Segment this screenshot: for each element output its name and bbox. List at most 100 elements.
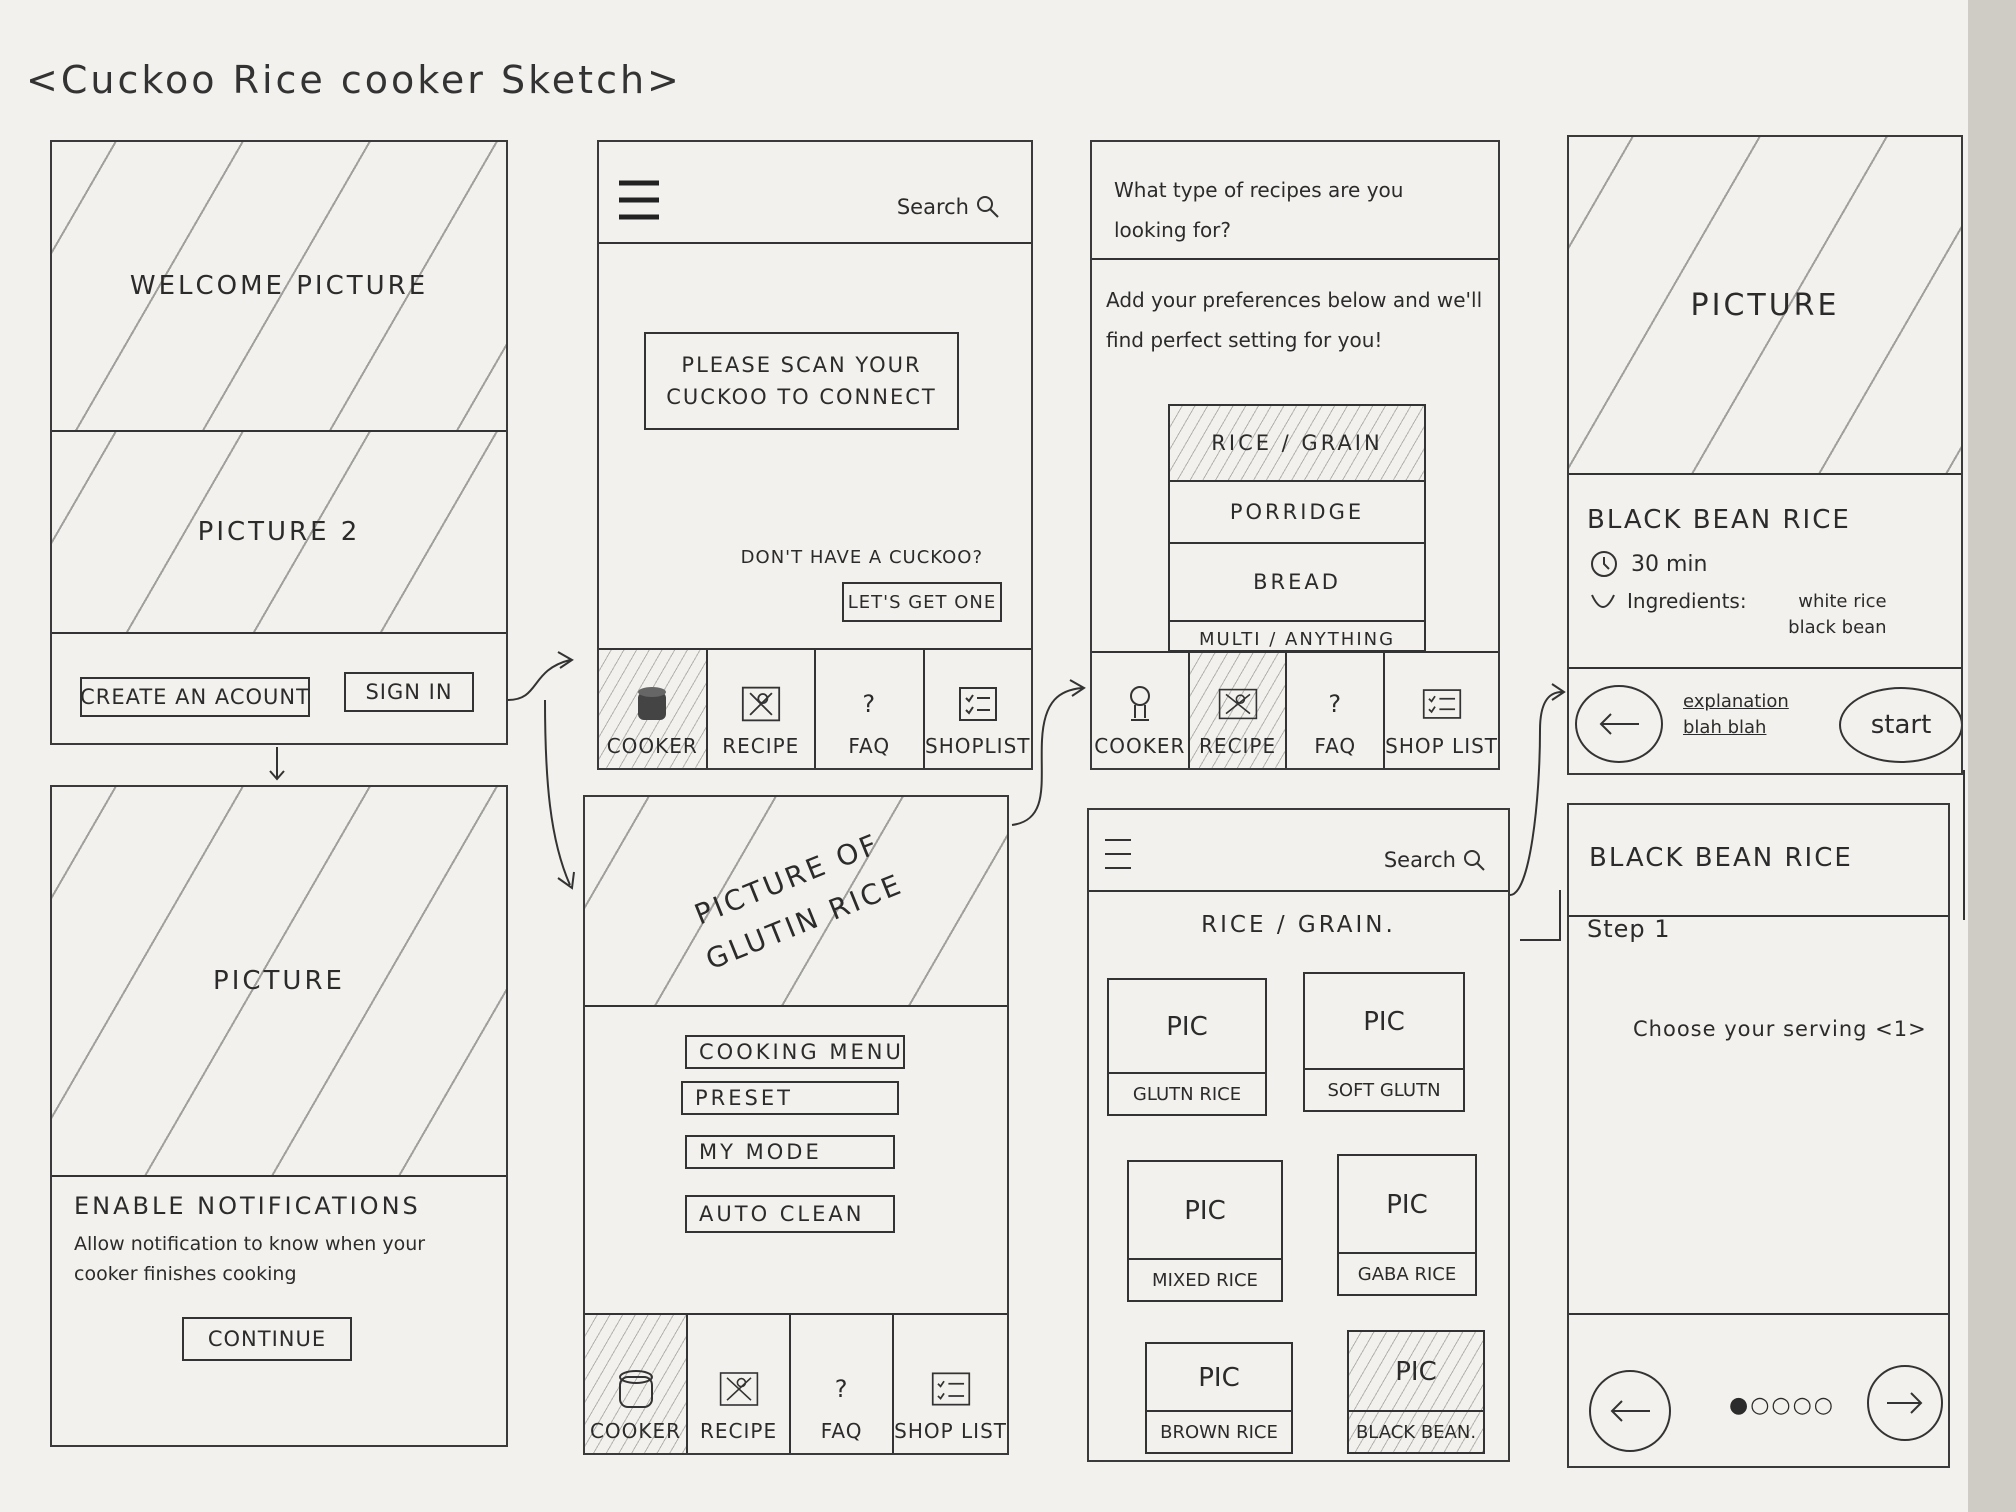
search-label: Search xyxy=(896,195,969,219)
tab-cooker[interactable]: COOKER xyxy=(1092,653,1188,768)
rice-grain-heading: RICE / GRAIN. xyxy=(1201,912,1396,938)
checklist-icon xyxy=(1422,684,1462,724)
create-account-button[interactable]: CREATE AN ACOUNT xyxy=(80,677,310,717)
card-label: GABA RICE xyxy=(1339,1252,1475,1294)
clock-icon xyxy=(1591,551,1617,577)
recipe-time-value: 30 min xyxy=(1631,551,1708,577)
recipe-ingredients: Ingredients: white rice black bean xyxy=(1589,589,1949,641)
recipe-icon xyxy=(719,1369,759,1409)
question-icon: ? xyxy=(834,1375,849,1403)
cooker-screen: PICTURE OF GLUTIN RICE COOKING MENU PRES… xyxy=(583,795,1009,1455)
card-picture: PIC xyxy=(1166,1012,1208,1042)
recipe-card[interactable]: PIC BLACK BEAN. xyxy=(1347,1330,1485,1454)
tab-shoplist-label: SHOP LIST xyxy=(894,1419,1007,1443)
scan-prompt-text: PLEASE SCAN YOUR CUCKOO TO CONNECT xyxy=(666,353,937,409)
notifications-picture: PICTURE xyxy=(52,787,506,1177)
notifications-body: Allow notification to know when your coo… xyxy=(74,1233,426,1285)
tab-recipe[interactable]: RECIPE xyxy=(1187,653,1286,768)
search-control[interactable]: Search xyxy=(1384,848,1486,872)
tab-cooker[interactable]: COOKER xyxy=(585,1315,687,1453)
tab-shoplist[interactable]: SHOP LIST xyxy=(892,1315,1007,1453)
recipe-type-tabbar: COOKER RECIPE ? FAQ SHOP LIST xyxy=(1092,651,1498,768)
recipe-card[interactable]: PIC MIXED RICE xyxy=(1127,1160,1283,1302)
notifications-picture-label: PICTURE xyxy=(213,966,345,996)
scan-prompt[interactable]: PLEASE SCAN YOUR CUCKOO TO CONNECT xyxy=(644,332,959,430)
my-mode-button[interactable]: MY MODE xyxy=(685,1135,895,1169)
auto-clean-button[interactable]: AUTO CLEAN xyxy=(685,1195,895,1233)
option-rice-grain[interactable]: RICE / GRAIN xyxy=(1170,406,1424,482)
tab-recipe-label: RECIPE xyxy=(700,1419,778,1443)
connect-screen: Search PLEASE SCAN YOUR CUCKOO TO CONNEC… xyxy=(597,140,1033,770)
question-icon: ? xyxy=(1328,690,1343,718)
start-button[interactable]: start xyxy=(1839,687,1961,763)
sign-in-button[interactable]: SIGN IN xyxy=(344,672,474,712)
recipe-card[interactable]: PIC GABA RICE xyxy=(1337,1154,1477,1296)
tab-recipe-label: RECIPE xyxy=(722,734,800,758)
tab-recipe[interactable]: RECIPE xyxy=(705,650,815,768)
recipe-card[interactable]: PIC SOFT GLUTN xyxy=(1303,972,1465,1112)
hamburger-menu-icon[interactable] xyxy=(1103,836,1135,872)
flow-arrow-icon xyxy=(507,651,575,890)
tab-shoplist[interactable]: SHOPLIST xyxy=(922,650,1032,768)
recipe-question: What type of recipes are you looking for… xyxy=(1114,178,1404,242)
tab-faq[interactable]: ? FAQ xyxy=(789,1315,892,1453)
continue-button[interactable]: CONTINUE xyxy=(182,1317,352,1361)
tab-cooker-label: COOKER xyxy=(1094,734,1186,758)
cooker-tabbar: COOKER RECIPE ? FAQ SHOP LIST xyxy=(585,1313,1007,1453)
tab-cooker[interactable]: COOKER xyxy=(599,650,706,768)
back-button[interactable] xyxy=(1575,685,1663,763)
tab-faq[interactable]: ? FAQ xyxy=(1285,653,1383,768)
step-instruction: Choose your serving <1> xyxy=(1633,1017,1927,1041)
glutin-rice-picture-label: PICTURE OF GLUTIN RICE xyxy=(689,827,908,977)
connect-tabbar: COOKER RECIPE ? FAQ SHOPLIST xyxy=(599,648,1031,768)
tab-faq-label: FAQ xyxy=(820,1419,863,1443)
recipe-card[interactable]: PIC BROWN RICE xyxy=(1145,1342,1293,1454)
recipe-detail-picture: PICTURE xyxy=(1569,137,1961,475)
notifications-screen: PICTURE ENABLE NOTIFICATIONS Allow notif… xyxy=(50,785,508,1447)
recipe-icon xyxy=(1218,684,1258,724)
cooking-menu-button[interactable]: COOKING MENU xyxy=(685,1035,905,1069)
welcome-picture-label: WELCOME PICTURE xyxy=(129,271,429,301)
search-label: Search xyxy=(1383,848,1456,872)
card-label: GLUTN RICE xyxy=(1109,1072,1265,1114)
tab-recipe-label: RECIPE xyxy=(1199,734,1277,758)
step-progress-dots: ●○○○○ xyxy=(1729,1393,1835,1418)
preset-button[interactable]: PRESET xyxy=(681,1081,899,1115)
search-control[interactable]: Search xyxy=(897,194,1001,220)
welcome-picture: WELCOME PICTURE xyxy=(52,142,506,432)
question-icon: ? xyxy=(862,690,877,718)
paper-edge xyxy=(1968,0,2016,1512)
card-label: BLACK BEAN. xyxy=(1349,1410,1483,1452)
next-step-button[interactable] xyxy=(1867,1365,1943,1441)
start-button-label: start xyxy=(1870,710,1932,740)
picture-2-label: PICTURE 2 xyxy=(197,517,361,547)
tab-recipe[interactable]: RECIPE xyxy=(686,1315,789,1453)
recipe-card[interactable]: PIC GLUTN RICE xyxy=(1107,978,1267,1116)
tab-faq[interactable]: ? FAQ xyxy=(814,650,923,768)
option-porridge[interactable]: PORRIDGE xyxy=(1170,482,1424,544)
flow-arrow-icon xyxy=(1509,683,1566,941)
recipe-explanation: explanation blah blah xyxy=(1683,691,1789,738)
search-icon xyxy=(1464,850,1485,871)
option-bread[interactable]: BREAD xyxy=(1170,544,1424,622)
arrow-right-icon xyxy=(1887,1392,1923,1414)
recipe-name: BLACK BEAN RICE xyxy=(1587,505,1851,535)
card-picture: PIC xyxy=(1198,1363,1240,1393)
card-picture: PIC xyxy=(1386,1190,1428,1220)
cooker-icon xyxy=(632,684,672,724)
tab-faq-label: FAQ xyxy=(1314,734,1357,758)
hamburger-menu-icon[interactable] xyxy=(617,177,663,223)
recipe-time: 30 min xyxy=(1589,549,1707,579)
step-recipe-name: BLACK BEAN RICE xyxy=(1589,843,1853,873)
recipe-type-screen: What type of recipes are you looking for… xyxy=(1090,140,1500,770)
cooking-step-screen: BLACK BEAN RICE Step 1 Choose your servi… xyxy=(1567,803,1950,1468)
no-cuckoo-text: DON'T HAVE A CUCKOO? xyxy=(740,547,983,568)
previous-step-button[interactable] xyxy=(1589,1370,1671,1452)
option-multi-anything[interactable]: MULTI / ANYTHING xyxy=(1198,628,1396,650)
arrow-down-icon xyxy=(269,747,285,781)
arrow-left-icon xyxy=(1610,1400,1650,1422)
recipe-detail-picture-label: PICTURE xyxy=(1690,287,1840,323)
tab-shoplist[interactable]: SHOP LIST xyxy=(1383,653,1498,768)
card-label: SOFT GLUTN xyxy=(1305,1068,1463,1110)
get-one-button[interactable]: LET'S GET ONE xyxy=(842,582,1002,622)
